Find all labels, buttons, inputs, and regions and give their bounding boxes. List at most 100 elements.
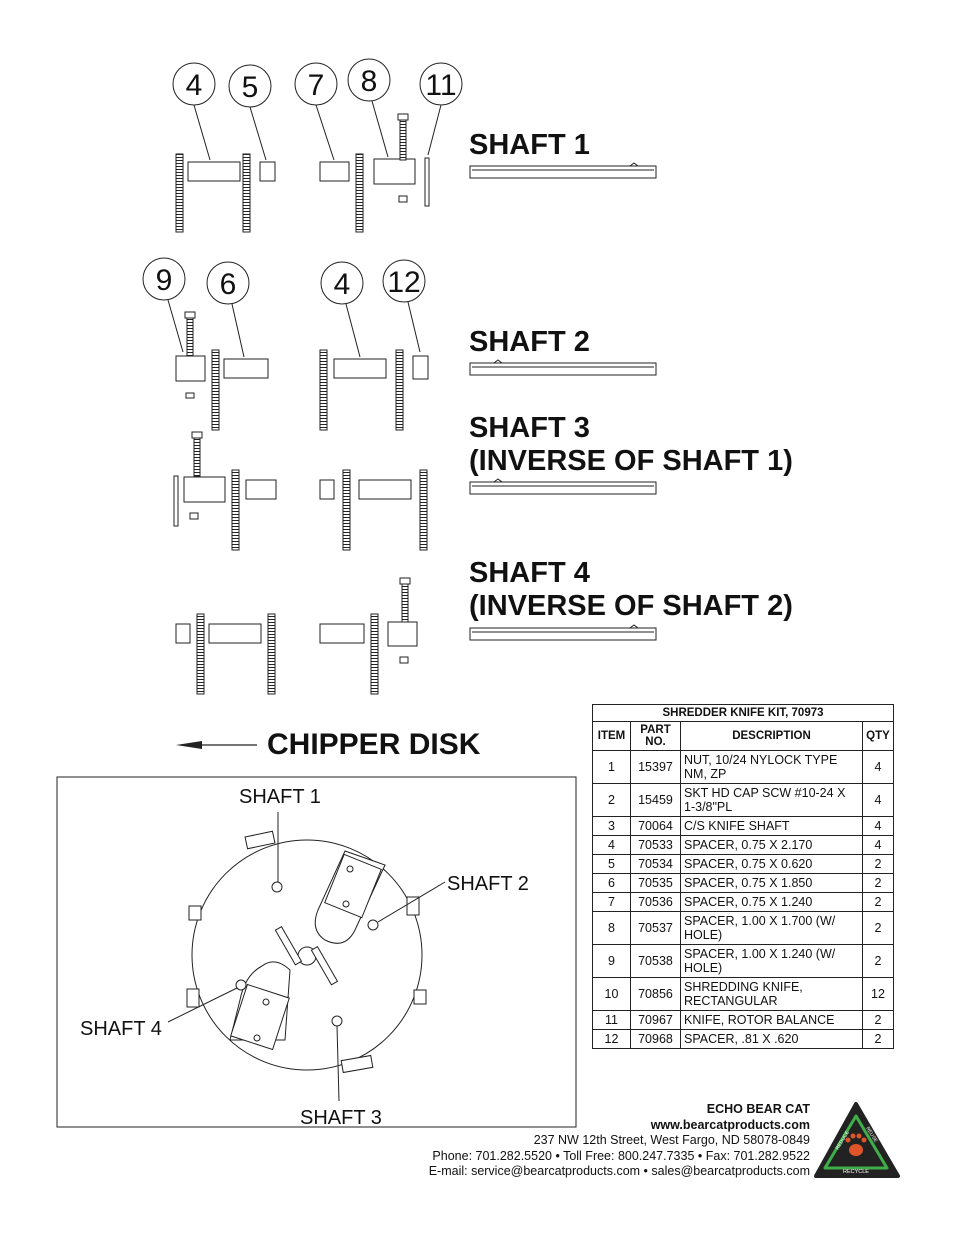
cell-part-no: 70538	[630, 944, 681, 978]
cell-qty: 4	[862, 783, 894, 817]
callout-8: 8	[361, 65, 378, 98]
cell-qty: 2	[862, 873, 894, 893]
cell-part-no: 70537	[630, 911, 681, 945]
disk-label-shaft4: SHAFT 4	[80, 1018, 162, 1040]
disk-label-shaft3: SHAFT 3	[300, 1107, 382, 1129]
callout-numbers-row2: 9 6 4 12	[156, 264, 421, 301]
cell-part-no: 70967	[630, 1010, 681, 1030]
disk-label-shaft1: SHAFT 1	[239, 786, 321, 808]
cell-item: 9	[592, 944, 631, 978]
callout-group-row2	[142, 257, 426, 358]
shaft1-parts	[175, 113, 430, 233]
cell-description: SPACER, 1.00 X 1.240 (W/ HOLE)	[680, 944, 863, 978]
recycle-logo: REDUCE REUSE RECYCLE	[814, 1102, 900, 1178]
cell-description: KNIFE, ROTOR BALANCE	[680, 1010, 863, 1030]
shaft-rods	[469, 162, 657, 641]
company-website[interactable]: www.bearcatproducts.com	[650, 1117, 810, 1132]
paw-icon	[845, 1133, 867, 1156]
header-part-no: PART NO.	[630, 721, 681, 751]
shaft4-title-line1: SHAFT 4	[469, 557, 590, 589]
cell-item: 6	[592, 873, 631, 893]
cell-part-no: 70536	[630, 892, 681, 912]
shaft3-title-line2: (INVERSE OF SHAFT 1)	[469, 445, 793, 477]
cell-description: SPACER, 0.75 X 2.170	[680, 835, 863, 855]
parts-table-title: SHREDDER KNIFE KIT, 70973	[592, 704, 894, 722]
callout-group-row1	[172, 58, 463, 161]
chipper-disk	[186, 830, 427, 1074]
cell-item: 8	[592, 911, 631, 945]
header-item: ITEM	[592, 721, 631, 751]
cell-item: 5	[592, 854, 631, 874]
cell-part-no: 15397	[630, 750, 681, 784]
chipper-arrow	[176, 741, 257, 749]
shaft4-title: SHAFT 4 (INVERSE OF SHAFT 2)	[469, 557, 793, 623]
cell-description: SPACER, .81 X .620	[680, 1029, 863, 1049]
callout-12: 12	[387, 266, 420, 299]
disk-labels: SHAFT 1 SHAFT 2 SHAFT 4 SHAFT 3	[80, 786, 529, 1129]
cell-qty: 2	[862, 911, 894, 945]
cell-qty: 2	[862, 854, 894, 874]
shaft4-parts	[175, 577, 418, 695]
cell-description: SPACER, 0.75 X 1.240	[680, 892, 863, 912]
cell-qty: 4	[862, 835, 894, 855]
cell-qty: 12	[862, 977, 894, 1011]
cell-part-no: 15459	[630, 783, 681, 817]
callout-6: 6	[220, 268, 237, 301]
cell-part-no: 70856	[630, 977, 681, 1011]
shaft4-title-line2: (INVERSE OF SHAFT 2)	[469, 590, 793, 622]
cell-item: 1	[592, 750, 631, 784]
callout-4: 4	[186, 69, 203, 102]
cell-item: 10	[592, 977, 631, 1011]
cell-description: SPACER, 1.00 X 1.700 (W/ HOLE)	[680, 911, 863, 945]
company-footer: ECHO BEAR CAT www.bearcatproducts.com 23…	[429, 1102, 810, 1180]
cell-part-no: 70064	[630, 816, 681, 836]
cell-qty: 2	[862, 1010, 894, 1030]
shaft2-parts	[175, 311, 429, 431]
cell-part-no: 70968	[630, 1029, 681, 1049]
logo-word-recycle: RECYCLE	[843, 1169, 869, 1175]
cell-description: SHREDDING KNIFE, RECTANGULAR	[680, 977, 863, 1011]
callout-5: 5	[242, 71, 259, 104]
company-name: ECHO BEAR CAT	[706, 1102, 810, 1116]
cell-part-no: 70533	[630, 835, 681, 855]
chipper-disk-title: CHIPPER DISK	[267, 728, 481, 761]
cell-part-no: 70535	[630, 873, 681, 893]
cell-qty: 4	[862, 750, 894, 784]
callout-9: 9	[156, 264, 173, 297]
header-description: DESCRIPTION	[680, 721, 863, 751]
company-phone: Phone: 701.282.5520 • Toll Free: 800.247…	[432, 1148, 810, 1163]
cell-item: 4	[592, 835, 631, 855]
callout-11: 11	[425, 69, 456, 102]
cell-item: 7	[592, 892, 631, 912]
cell-description: NUT, 10/24 NYLOCK TYPE NM, ZP	[680, 750, 863, 784]
header-qty: QTY	[862, 721, 894, 751]
cell-item: 3	[592, 816, 631, 836]
cell-description: C/S KNIFE SHAFT	[680, 816, 863, 836]
shaft3-parts	[173, 431, 428, 551]
cell-qty: 2	[862, 1029, 894, 1049]
cell-description: SPACER, 0.75 X 0.620	[680, 854, 863, 874]
cell-description: SKT HD CAP SCW #10-24 X 1-3/8"PL	[680, 783, 863, 817]
company-address: 237 NW 12th Street, West Fargo, ND 58078…	[533, 1133, 810, 1147]
cell-part-no: 70534	[630, 854, 681, 874]
cell-description: SPACER, 0.75 X 1.850	[680, 873, 863, 893]
company-email[interactable]: E-mail: service@bearcatproducts.com • sa…	[428, 1164, 810, 1178]
shaft1-title: SHAFT 1	[469, 129, 590, 161]
callout-numbers-row1: 4 5 7 8 11	[186, 65, 457, 104]
shaft3-title-line1: SHAFT 3	[469, 412, 590, 444]
disk-leader-lines	[167, 812, 446, 1102]
shaft3-title: SHAFT 3 (INVERSE OF SHAFT 1)	[469, 412, 793, 478]
callout-7: 7	[308, 69, 325, 102]
cell-item: 11	[592, 1010, 631, 1030]
